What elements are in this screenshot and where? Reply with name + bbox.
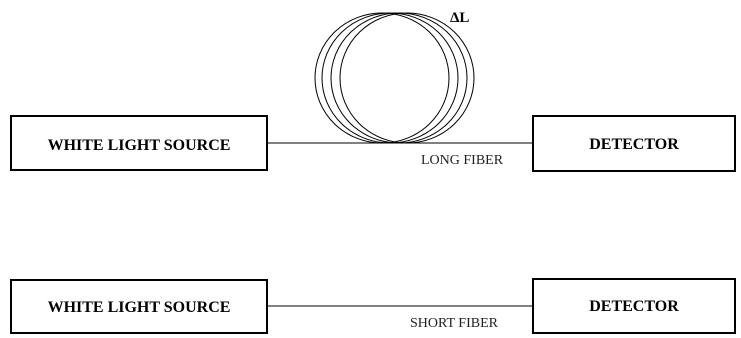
long-fiber-label: LONG FIBER (421, 153, 504, 168)
coil-loop-4 (339, 12, 475, 144)
top-detector-label: DETECTOR (589, 136, 679, 153)
top-white-light-source-label: WHITE LIGHT SOURCE (48, 137, 231, 154)
bottom-setup: WHITE LIGHT SOURCE SHORT FIBER DETECTOR (10, 278, 736, 334)
bottom-white-light-source-label: WHITE LIGHT SOURCE (48, 299, 231, 316)
bottom-white-light-source-box (10, 279, 268, 334)
bottom-detector-box (532, 278, 736, 334)
top-setup: WHITE LIGHT SOURCE ΔL LONG FIBER DETECTO… (10, 10, 736, 172)
coil-loop-3 (330, 12, 468, 144)
short-fiber-label: SHORT FIBER (410, 316, 499, 331)
fiber-coil (314, 12, 475, 144)
coil-loop-2 (321, 12, 459, 144)
bottom-detector-label: DETECTOR (589, 298, 679, 315)
top-detector-box (532, 115, 736, 172)
top-white-light-source-box (10, 115, 268, 171)
delta-length-label: ΔL (450, 10, 469, 26)
coil-loop-1 (314, 12, 450, 144)
